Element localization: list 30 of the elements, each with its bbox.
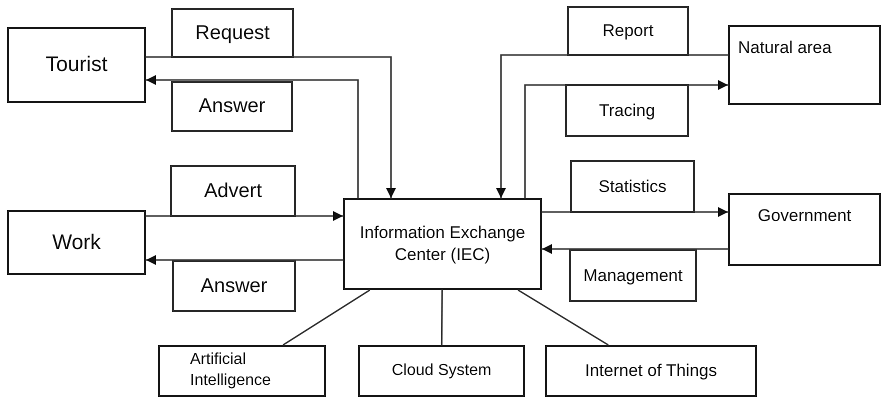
process-box bbox=[7, 27, 146, 103]
arrow bbox=[146, 75, 359, 198]
edge-label: Tracing bbox=[565, 84, 689, 137]
edge-label: Statistics bbox=[570, 160, 695, 213]
connector-line bbox=[518, 289, 609, 346]
edge-label: Report bbox=[567, 6, 689, 56]
edge-label: Advert bbox=[170, 165, 296, 217]
process-box bbox=[343, 198, 542, 290]
box-label: Internet of Things bbox=[585, 360, 717, 382]
arrow bbox=[542, 244, 728, 254]
box-label: Artificial Intelligence bbox=[190, 350, 272, 391]
box-label: Cloud System bbox=[392, 360, 492, 381]
box-label: Natural area bbox=[738, 37, 832, 59]
process-box bbox=[545, 345, 757, 397]
process-box bbox=[358, 345, 525, 397]
process-box bbox=[158, 345, 326, 397]
process-box bbox=[728, 25, 881, 105]
arrow bbox=[146, 255, 343, 265]
edge-label: Answer bbox=[172, 260, 296, 312]
edge-label: Request bbox=[171, 8, 294, 58]
box-label: Tourist bbox=[46, 52, 108, 78]
edge-label: Management bbox=[569, 249, 697, 302]
process-box bbox=[728, 193, 881, 266]
connector-line bbox=[282, 289, 370, 346]
box-label: Work bbox=[52, 230, 101, 256]
edge-label: Answer bbox=[171, 81, 293, 132]
connector-line bbox=[440, 290, 443, 345]
box-label: Government bbox=[758, 205, 852, 227]
box-label: Information Exchange Center (IEC) bbox=[358, 222, 526, 266]
process-box bbox=[7, 210, 146, 275]
